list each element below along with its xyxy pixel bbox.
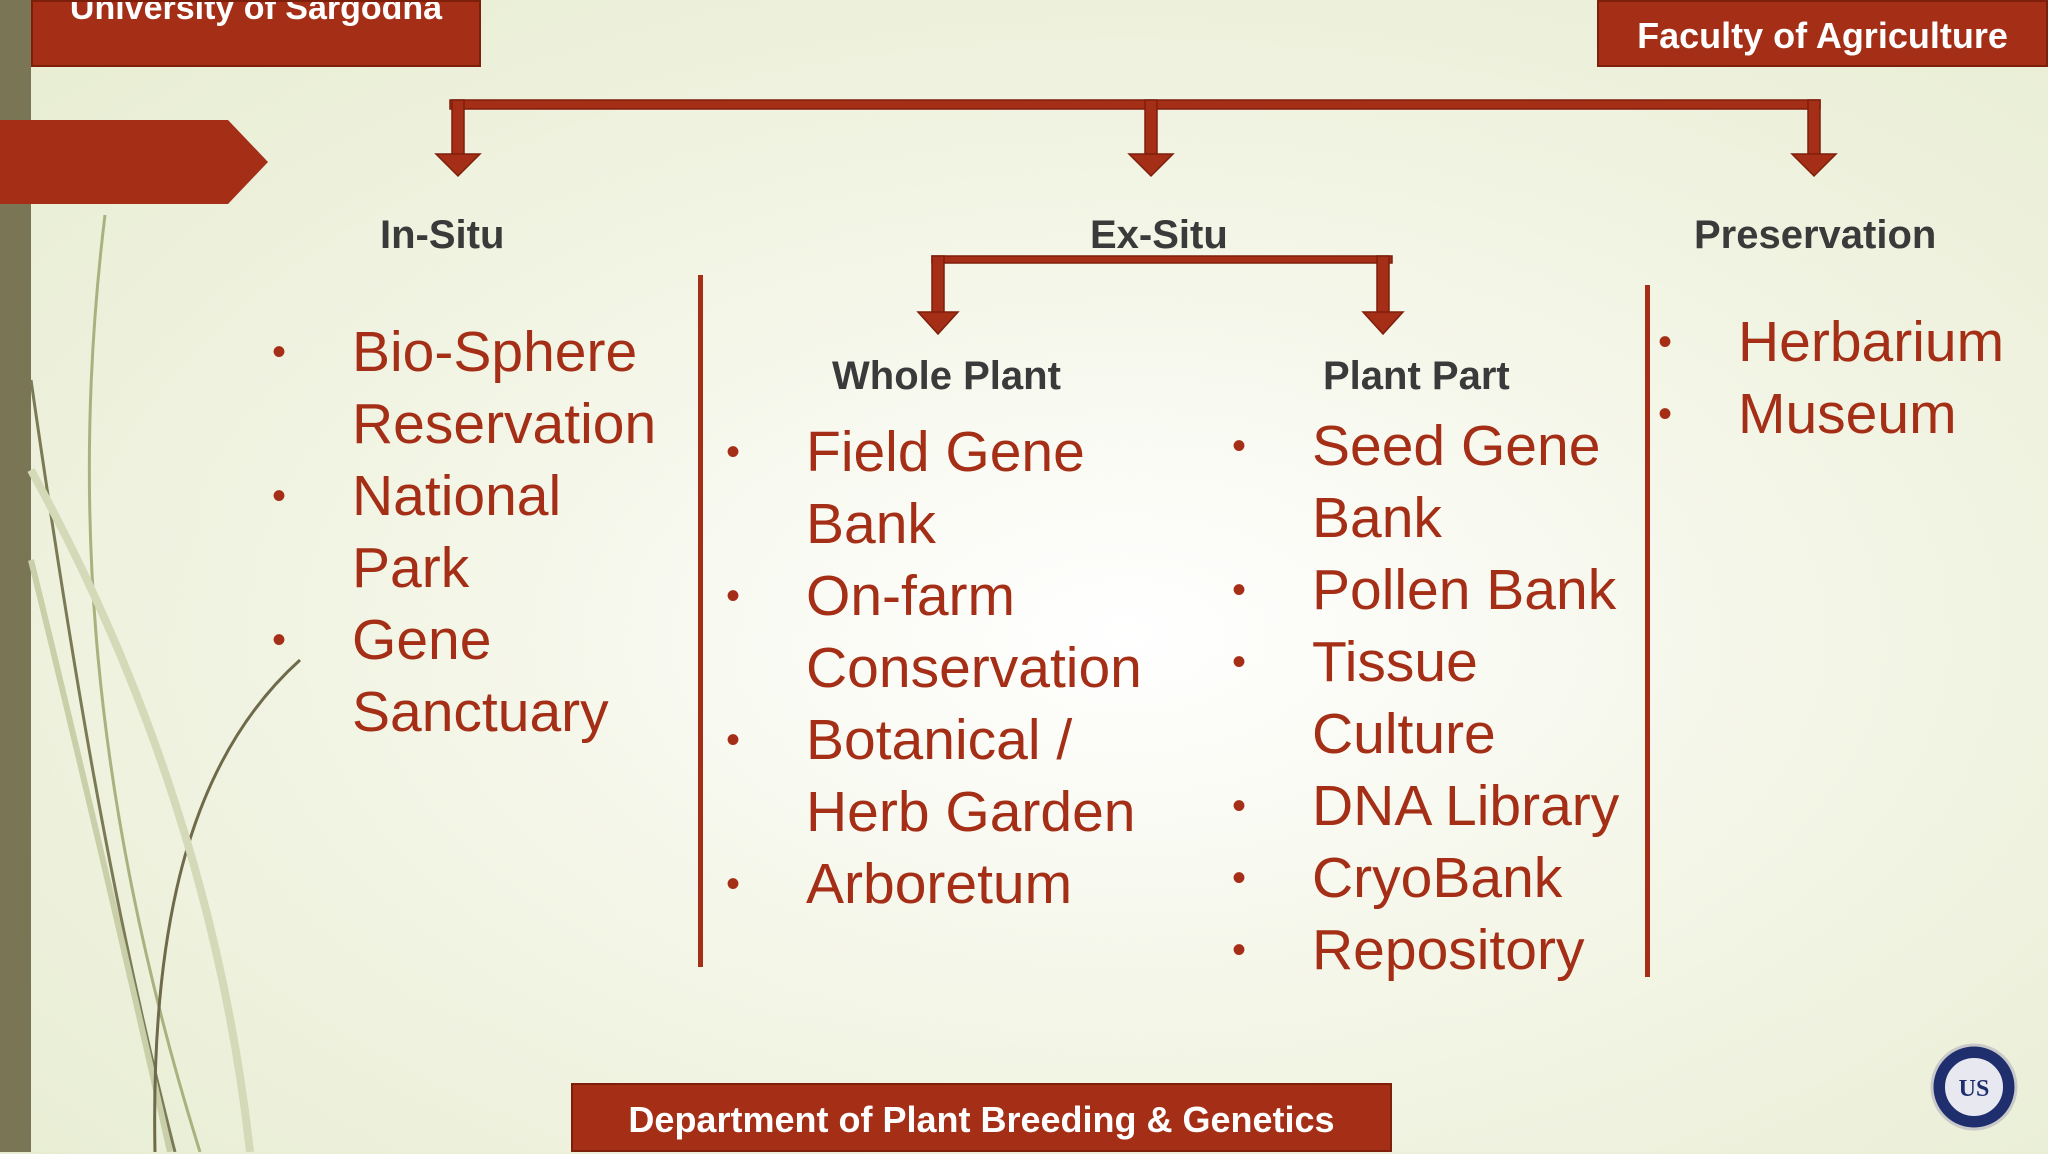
list-item: Field Gene Bank bbox=[726, 416, 1166, 560]
university-title-box: University of Sargodha bbox=[31, 0, 481, 67]
heading-ex-situ: Ex-Situ bbox=[1090, 213, 1228, 257]
heading-preservation: Preservation bbox=[1694, 213, 1937, 257]
subheading-whole-plant: Whole Plant bbox=[832, 354, 1061, 398]
divider-right bbox=[1645, 285, 1650, 977]
list-item: CryoBank bbox=[1232, 842, 1632, 914]
arrow-plant-part-shaft bbox=[1376, 255, 1390, 315]
arrow-whole-plant-shaft bbox=[931, 255, 945, 315]
arrow-ex-situ-head bbox=[1127, 153, 1175, 178]
arrow-tab-shape bbox=[0, 120, 268, 204]
list-item: Botanical / Herb Garden bbox=[726, 704, 1166, 848]
arrow-whole-plant-head bbox=[916, 311, 960, 336]
preservation-list: Herbarium Museum bbox=[1658, 306, 2018, 450]
in-situ-list: Bio-Sphere Reservation National Park Gen… bbox=[272, 316, 692, 748]
seal-monogram: US bbox=[1959, 1076, 1990, 1102]
arrow-in-situ-head bbox=[434, 153, 482, 178]
list-item: Bio-Sphere Reservation bbox=[272, 316, 692, 460]
list-item: Seed Gene Bank bbox=[1232, 410, 1632, 554]
university-title: University of Sargodha bbox=[69, 0, 443, 27]
arrow-plant-part-head bbox=[1361, 311, 1405, 336]
list-item: Tissue Culture bbox=[1232, 626, 1632, 770]
list-item: National Park bbox=[272, 460, 692, 604]
arrow-ex-situ-shaft bbox=[1144, 99, 1158, 157]
list-item: Repository bbox=[1232, 914, 1632, 986]
list-item: Herbarium bbox=[1658, 306, 2018, 378]
decorative-swooshes bbox=[27, 214, 302, 1152]
department-footer-box: Department of Plant Breeding & Genetics bbox=[571, 1083, 1392, 1152]
list-item: Gene Sanctuary bbox=[272, 604, 692, 748]
department-title: Department of Plant Breeding & Genetics bbox=[628, 1099, 1335, 1140]
list-item: Museum bbox=[1658, 378, 2018, 450]
arrow-preservation-shaft bbox=[1807, 99, 1821, 157]
arrow-preservation-head bbox=[1790, 153, 1838, 178]
university-seal-icon: US bbox=[1930, 1043, 2018, 1131]
faculty-title: Faculty of Agriculture bbox=[1637, 15, 2008, 56]
list-item: Pollen Bank bbox=[1232, 554, 1632, 626]
heading-in-situ: In-Situ bbox=[380, 213, 505, 257]
list-item: Arboretum bbox=[726, 848, 1166, 920]
faculty-title-box: Faculty of Agriculture bbox=[1597, 0, 2048, 67]
arrow-in-situ-shaft bbox=[451, 99, 465, 157]
plant-part-list: Seed Gene Bank Pollen Bank Tissue Cultur… bbox=[1232, 410, 1632, 986]
top-connector-bar bbox=[449, 99, 1821, 110]
list-item: On-farm Conservation bbox=[726, 560, 1166, 704]
divider-left bbox=[698, 275, 703, 967]
subheading-plant-part: Plant Part bbox=[1323, 354, 1510, 398]
whole-plant-list: Field Gene Bank On-farm Conservation Bot… bbox=[726, 416, 1166, 920]
list-item: DNA Library bbox=[1232, 770, 1632, 842]
